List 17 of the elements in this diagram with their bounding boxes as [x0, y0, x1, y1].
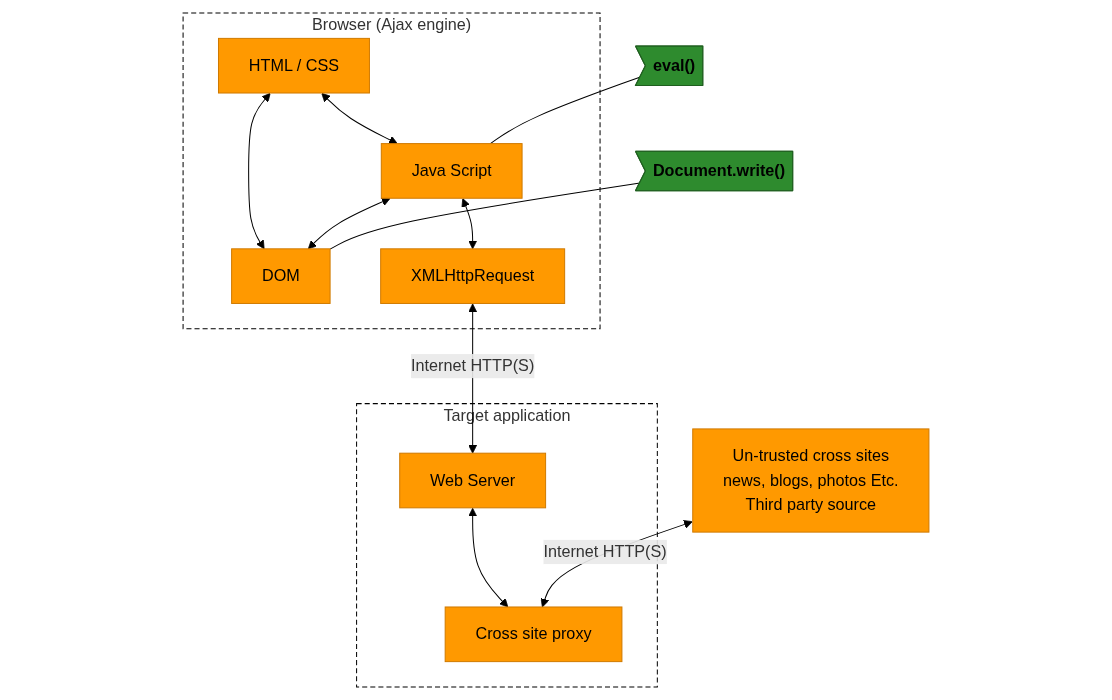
node-box: XMLHttpRequest: [380, 248, 566, 304]
arrow: [307, 197, 391, 250]
connector: [489, 76, 641, 145]
connector: [329, 182, 641, 250]
arrow: [321, 92, 398, 144]
node-box: Cross site proxy: [444, 606, 623, 663]
arrow: [540, 520, 693, 608]
edge-label: Internet HTTP(S): [543, 542, 667, 561]
node-box: DOM: [231, 248, 331, 304]
node-box: HTML / CSS: [218, 37, 370, 94]
node-box: Web Server: [399, 452, 547, 509]
arrow: [468, 507, 509, 608]
node-box: Java Script: [380, 143, 523, 199]
edge-label: Internet HTTP(S): [411, 357, 535, 375]
node-box: Un-trusted cross sites news, blogs, photos Etc. Third party source: [692, 428, 930, 533]
arrow: [461, 198, 478, 250]
arrow: [248, 92, 271, 250]
